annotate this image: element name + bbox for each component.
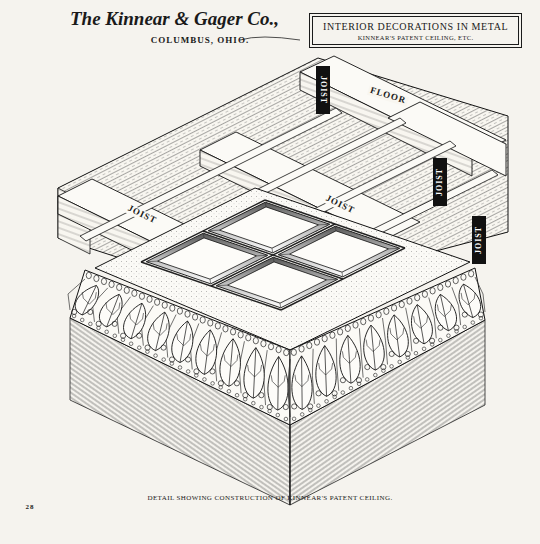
header-heading: INTERIOR DECORATIONS IN METAL (323, 21, 508, 32)
joist-label: JOIST (475, 224, 484, 256)
header-subheading: KINNEAR'S PATENT CEILING, ETC. (323, 34, 508, 41)
header-box: INTERIOR DECORATIONS IN METAL KINNEAR'S P… (312, 16, 519, 45)
joist-label: JOIST (436, 166, 445, 198)
figure-caption: DETAIL SHOWING CONSTRUCTION OF KINNEAR'S… (0, 494, 540, 502)
ceiling-panel (216, 257, 337, 308)
page-number: 28 (24, 504, 37, 512)
joist-label: JOIST (319, 74, 328, 106)
company-title: The Kinnear & Gager Co., (70, 8, 279, 30)
city-label: COLUMBUS, OHIO. (149, 36, 251, 46)
